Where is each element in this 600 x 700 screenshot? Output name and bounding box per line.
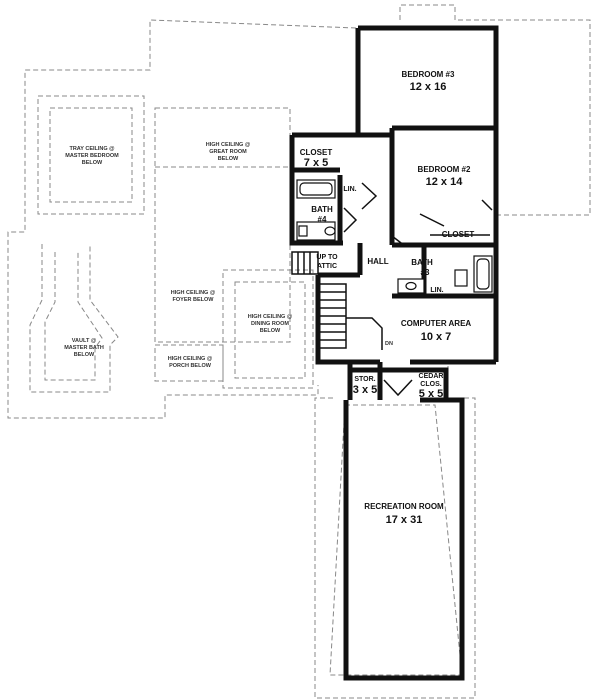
great-note-line2: GREAT ROOM — [209, 149, 247, 155]
fixtures — [291, 179, 493, 397]
porch-note-line1: HIGH CEILING @ — [168, 356, 213, 362]
great-note-line1: HIGH CEILING @ — [206, 142, 251, 148]
bath3-name: BATH — [411, 258, 433, 267]
storage-name: STOR. — [354, 376, 375, 383]
tray-note-line1: TRAY CEILING @ — [69, 146, 115, 152]
tray-note-line2: MASTER BEDROOM — [65, 153, 119, 159]
bath3-number: #3 — [421, 268, 430, 277]
bedroom2-name: BEDROOM #2 — [418, 165, 471, 174]
vault-note-line3: BELOW — [74, 352, 95, 358]
closet-upper-size: 7 x 5 — [304, 157, 328, 169]
up-to-attic-line1: UP TO — [316, 254, 338, 261]
dining-note-line2: DINING ROOM — [251, 321, 289, 327]
linen-closet-2-label: LIN. — [430, 287, 443, 294]
closet-upper-name: CLOSET — [300, 148, 333, 157]
linen-closet-label: LIN. — [343, 186, 356, 193]
foyer-note-line1: HIGH CEILING @ — [171, 290, 216, 296]
cedar-closet-name2: CLOS. — [420, 381, 441, 388]
bedroom3-name: BEDROOM #3 — [402, 70, 455, 79]
below-notes: TRAY CEILING @ MASTER BEDROOM BELOW HIGH… — [64, 142, 293, 369]
dining-note-line3: BELOW — [260, 328, 281, 334]
computer-area-name: COMPUTER AREA — [401, 319, 472, 328]
vault-note-line1: VAULT @ — [72, 338, 97, 344]
hall-label: HALL — [367, 257, 388, 266]
cedar-closet-size: 5 x 5 — [419, 388, 443, 400]
porch-note-line2: PORCH BELOW — [169, 363, 212, 369]
bath4-name: BATH — [311, 205, 333, 214]
closet-bed2-label: CLOSET — [442, 230, 475, 239]
vault-note-line2: MASTER BATH — [64, 345, 104, 351]
below-outlines — [7, 4, 591, 699]
great-note-line3: BELOW — [218, 156, 239, 162]
bedroom3-size: 12 x 16 — [410, 81, 447, 93]
stair-down-label: DN — [385, 341, 393, 347]
cedar-closet-name1: CEDAR — [419, 373, 444, 380]
tray-note-line3: BELOW — [82, 160, 103, 166]
bedroom2-size: 12 x 14 — [426, 176, 464, 188]
room-labels: BEDROOM #3 12 x 16 BEDROOM #2 12 x 14 CL… — [300, 70, 475, 526]
storage-size: 3 x 5 — [353, 384, 377, 396]
up-to-attic-line2: ATTIC — [317, 263, 337, 270]
foyer-note-line2: FOYER BELOW — [173, 297, 215, 303]
recreation-room-size: 17 x 31 — [386, 514, 423, 526]
walls — [289, 25, 499, 681]
recreation-room-name: RECREATION ROOM — [364, 502, 444, 511]
dining-note-line1: HIGH CEILING @ — [248, 314, 293, 320]
computer-area-size: 10 x 7 — [421, 331, 452, 343]
bath4-number: #4 — [318, 215, 327, 224]
